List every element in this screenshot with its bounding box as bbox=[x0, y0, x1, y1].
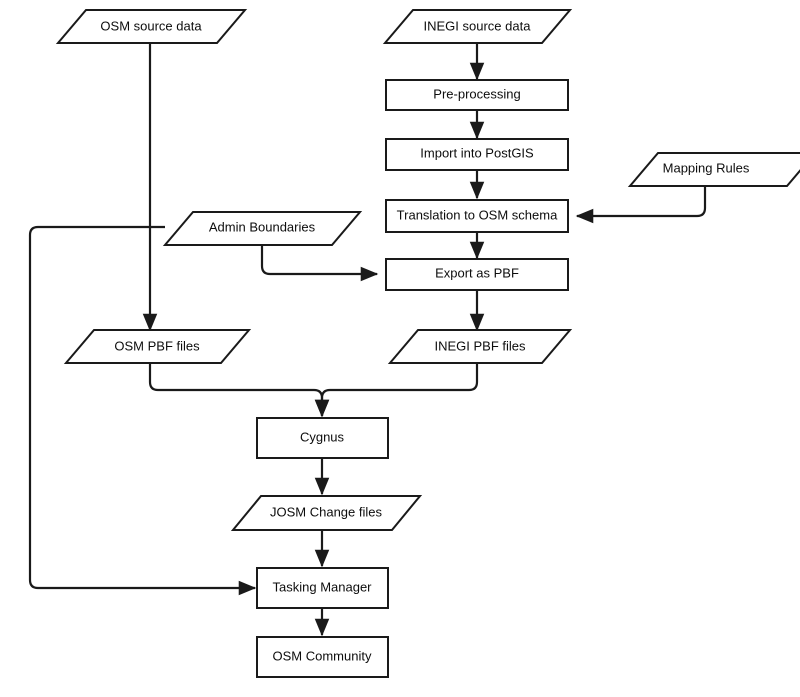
inegi-source-data-label: INEGI source data bbox=[424, 18, 532, 33]
import-into-postgis-shape bbox=[385, 138, 569, 171]
inegi-pbf-files-shape bbox=[387, 329, 573, 364]
translation-to-osm-schema-label: Translation to OSM schema bbox=[397, 207, 558, 222]
josm-change-files-label: JOSM Change files bbox=[270, 504, 382, 519]
export-as-pbf-shape bbox=[385, 258, 569, 291]
edge-admin-bounds-to-export-pbf bbox=[260, 245, 379, 282]
pre-processing-label: Pre-processing bbox=[433, 86, 520, 101]
node-osm-community[interactable]: OSM Community bbox=[256, 636, 389, 678]
osm-source-data-shape bbox=[55, 9, 248, 44]
node-pre-processing[interactable]: Pre-processing bbox=[385, 79, 569, 111]
edge-mapping-rules-to-translation bbox=[575, 186, 707, 224]
edge-admin-bounds-to-tasking-manager bbox=[28, 225, 257, 596]
admin-boundaries-label: Admin Boundaries bbox=[209, 219, 316, 234]
node-mapping-rules[interactable]: Mapping Rules bbox=[627, 152, 800, 187]
cygnus-label: Cygnus bbox=[300, 429, 345, 444]
inegi-pbf-files-label: INEGI PBF files bbox=[434, 338, 526, 353]
mapping-rules-shape bbox=[627, 152, 800, 187]
import-into-postgis-label: Import into PostGIS bbox=[420, 145, 534, 160]
edge-layer bbox=[28, 43, 707, 637]
node-import-into-postgis[interactable]: Import into PostGIS bbox=[385, 138, 569, 171]
translation-to-osm-schema-shape bbox=[385, 199, 569, 233]
node-inegi-source-data[interactable]: INEGI source data bbox=[382, 9, 573, 44]
node-layer: OSM source data INEGI source data Pre-pr… bbox=[55, 9, 800, 678]
node-osm-source-data[interactable]: OSM source data bbox=[55, 9, 248, 44]
inegi-source-data-shape bbox=[382, 9, 573, 44]
node-cygnus[interactable]: Cygnus bbox=[256, 417, 389, 459]
pre-processing-shape bbox=[385, 79, 569, 111]
node-admin-boundaries[interactable]: Admin Boundaries bbox=[162, 211, 363, 246]
edge-osm-pbf-to-cygnus bbox=[148, 363, 330, 418]
osm-source-data-label: OSM source data bbox=[100, 18, 202, 33]
osm-pbf-files-label: OSM PBF files bbox=[114, 338, 200, 353]
admin-boundaries-shape bbox=[162, 211, 363, 246]
josm-change-files-shape bbox=[230, 495, 423, 531]
node-export-as-pbf[interactable]: Export as PBF bbox=[385, 258, 569, 291]
export-as-pbf-label: Export as PBF bbox=[435, 265, 519, 280]
osm-pbf-files-shape bbox=[63, 329, 252, 364]
osm-community-shape bbox=[256, 636, 389, 678]
tasking-manager-shape bbox=[256, 567, 389, 609]
node-josm-change-files[interactable]: JOSM Change files bbox=[230, 495, 423, 531]
node-tasking-manager[interactable]: Tasking Manager bbox=[256, 567, 389, 609]
node-osm-pbf-files[interactable]: OSM PBF files bbox=[63, 329, 252, 364]
node-inegi-pbf-files[interactable]: INEGI PBF files bbox=[387, 329, 573, 364]
edge-inegi-pbf-to-cygnus bbox=[314, 363, 479, 418]
osm-community-label: OSM Community bbox=[273, 648, 372, 663]
mapping-rules-label: Mapping Rules bbox=[663, 160, 750, 175]
node-translation-to-osm-schema[interactable]: Translation to OSM schema bbox=[385, 199, 569, 233]
cygnus-shape bbox=[256, 417, 389, 459]
tasking-manager-label: Tasking Manager bbox=[273, 579, 373, 594]
